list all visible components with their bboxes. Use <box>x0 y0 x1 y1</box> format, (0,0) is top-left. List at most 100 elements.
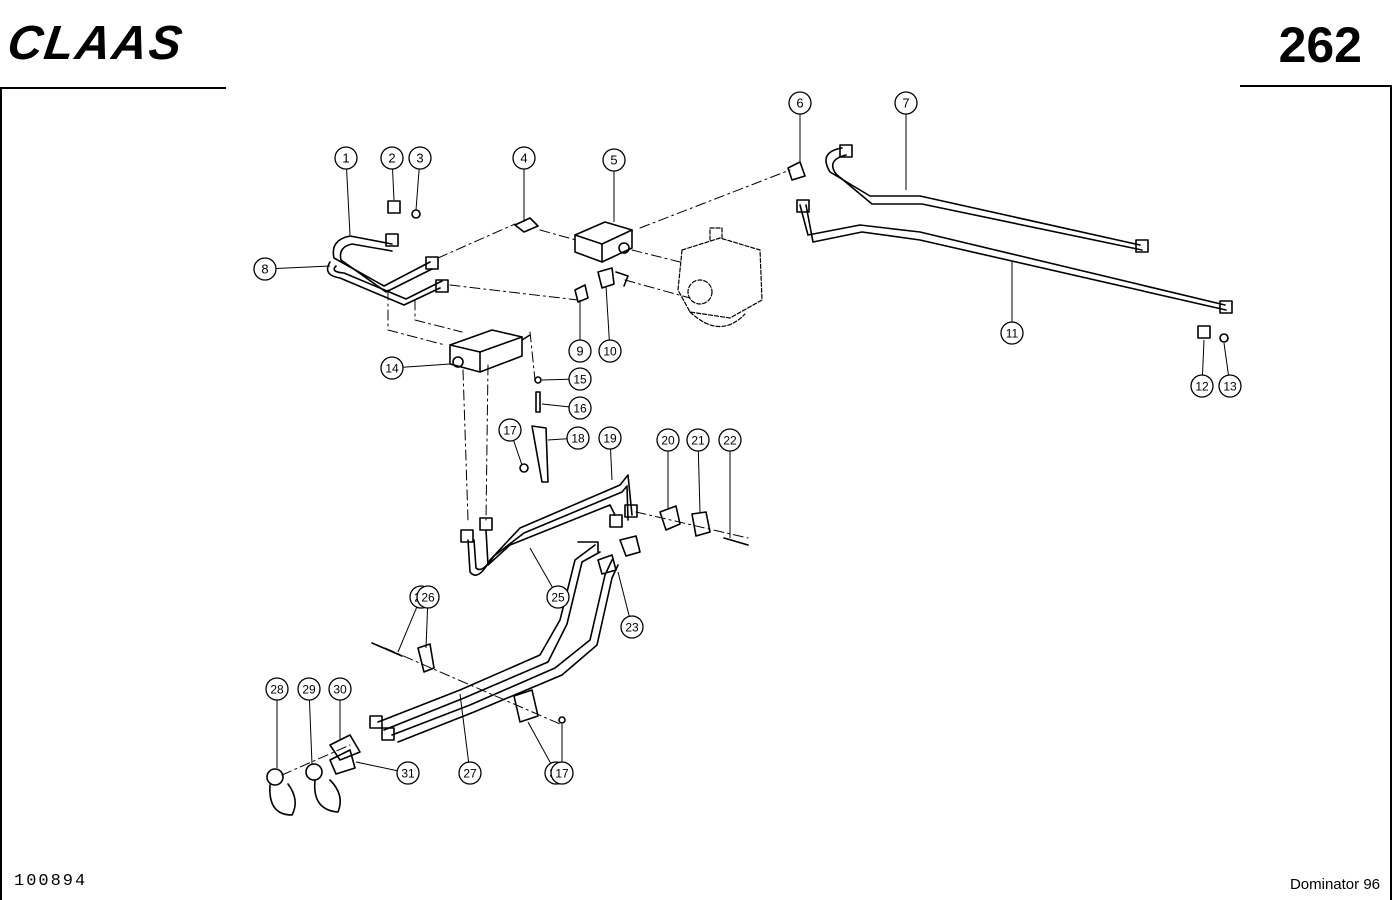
callout-label: 26 <box>421 591 435 605</box>
callout-label: 20 <box>661 434 675 448</box>
callout-leader-1 <box>346 168 351 236</box>
callout-circle <box>568 396 592 420</box>
header-rule-right <box>1240 85 1392 87</box>
callout-label: 30 <box>333 683 347 697</box>
callout-label: 29 <box>302 683 316 697</box>
callout-label: 25 <box>551 591 565 605</box>
callout-circle <box>568 339 592 363</box>
callout-leader-29 <box>308 699 313 765</box>
callout-circle <box>458 761 482 785</box>
callout-circle <box>568 367 592 391</box>
callout-label: 15 <box>573 373 587 387</box>
hydraulic-pipe-7 <box>825 147 1143 251</box>
callout-leader-16 <box>541 403 570 408</box>
callout-leader-18 <box>547 438 568 441</box>
callout-leader-21 <box>697 450 701 513</box>
fittings <box>266 144 1233 816</box>
callout-leader-22 <box>397 606 418 653</box>
callout-10: 10 <box>598 339 622 363</box>
callout-4: 4 <box>512 146 536 170</box>
callout-circle <box>265 677 289 701</box>
callout-11: 11 <box>1000 321 1024 345</box>
callout-label: 4 <box>520 151 527 166</box>
callout-label: 19 <box>603 432 617 446</box>
callout-circle <box>1000 321 1024 345</box>
callout-21: 21 <box>686 428 710 452</box>
callout-label: 5 <box>610 153 617 168</box>
assembly-lines <box>281 169 791 776</box>
callout-leader-12 <box>1201 339 1205 376</box>
callout-label: 10 <box>603 345 617 359</box>
callout-label: 1 <box>342 151 349 166</box>
callout-leader-13 <box>1223 342 1229 376</box>
frame-right <box>1390 85 1392 900</box>
callout-circle <box>380 146 404 170</box>
callout-circle <box>550 761 574 785</box>
callout-label: 14 <box>385 362 399 376</box>
callout-28: 28 <box>265 677 289 701</box>
callout-17: 17 <box>550 761 574 785</box>
callout-12: 12 <box>1190 374 1214 398</box>
callout-label: 13 <box>1223 380 1237 394</box>
header-rule-left <box>0 87 226 89</box>
valve-block-14 <box>449 329 531 373</box>
callout-circle <box>408 146 432 170</box>
callout-leader-25 <box>529 547 553 588</box>
hydraulic-hose-27 <box>377 544 619 743</box>
callout-label: 18 <box>571 432 585 446</box>
callout-circle <box>894 91 918 115</box>
callout-circle <box>512 146 536 170</box>
callout-circle <box>1218 374 1242 398</box>
callout-label: 23 <box>625 621 639 635</box>
hydraulic-pipe-25 <box>467 474 633 576</box>
callout-5: 5 <box>602 148 626 172</box>
callout-13: 13 <box>1218 374 1242 398</box>
callout-leader-3 <box>415 168 420 211</box>
callout-circle <box>602 148 626 172</box>
callout-leader-27 <box>459 693 470 763</box>
callout-circle <box>498 418 522 442</box>
callout-circle <box>253 257 277 281</box>
callout-circle <box>656 428 680 452</box>
machine-model: Dominator 96 <box>1289 876 1380 893</box>
hydraulic-pipe-11 <box>799 204 1227 311</box>
callout-label: 16 <box>573 402 587 416</box>
callout-15: 15 <box>568 367 592 391</box>
callout-circle <box>566 426 590 450</box>
page-number: 262 <box>1278 17 1362 73</box>
callout-leader-15 <box>541 378 570 381</box>
callout-circle <box>546 585 570 609</box>
callout-9: 9 <box>568 339 592 363</box>
callout-26: 26 <box>416 585 440 609</box>
callout-label: 21 <box>691 434 705 448</box>
callout-19: 19 <box>598 426 622 450</box>
callout-16: 16 <box>568 396 592 420</box>
callout-30: 30 <box>328 677 352 701</box>
callout-label: 31 <box>401 767 415 781</box>
callout-circle <box>328 677 352 701</box>
callout-label: 6 <box>796 96 803 111</box>
callout-label: 11 <box>1006 327 1019 341</box>
callout-14: 14 <box>380 356 404 380</box>
callout-circle <box>598 339 622 363</box>
callout-label: 9 <box>576 344 583 359</box>
callout-leader-19 <box>610 448 613 481</box>
hydraulic-pump <box>677 227 763 328</box>
callout-label: 3 <box>416 151 423 166</box>
callout-circle <box>1190 374 1214 398</box>
callout-25: 25 <box>546 585 570 609</box>
callout-circle <box>686 428 710 452</box>
callout-17: 17 <box>498 418 522 442</box>
callout-label: 17 <box>555 767 569 781</box>
callout-circle <box>297 677 321 701</box>
callout-29: 29 <box>297 677 321 701</box>
frame-left <box>0 87 2 900</box>
callout-label: 7 <box>902 96 909 111</box>
callout-circle <box>416 585 440 609</box>
callout-18: 18 <box>566 426 590 450</box>
callout-22: 22 <box>718 428 742 452</box>
callout-leader-31 <box>355 761 398 772</box>
